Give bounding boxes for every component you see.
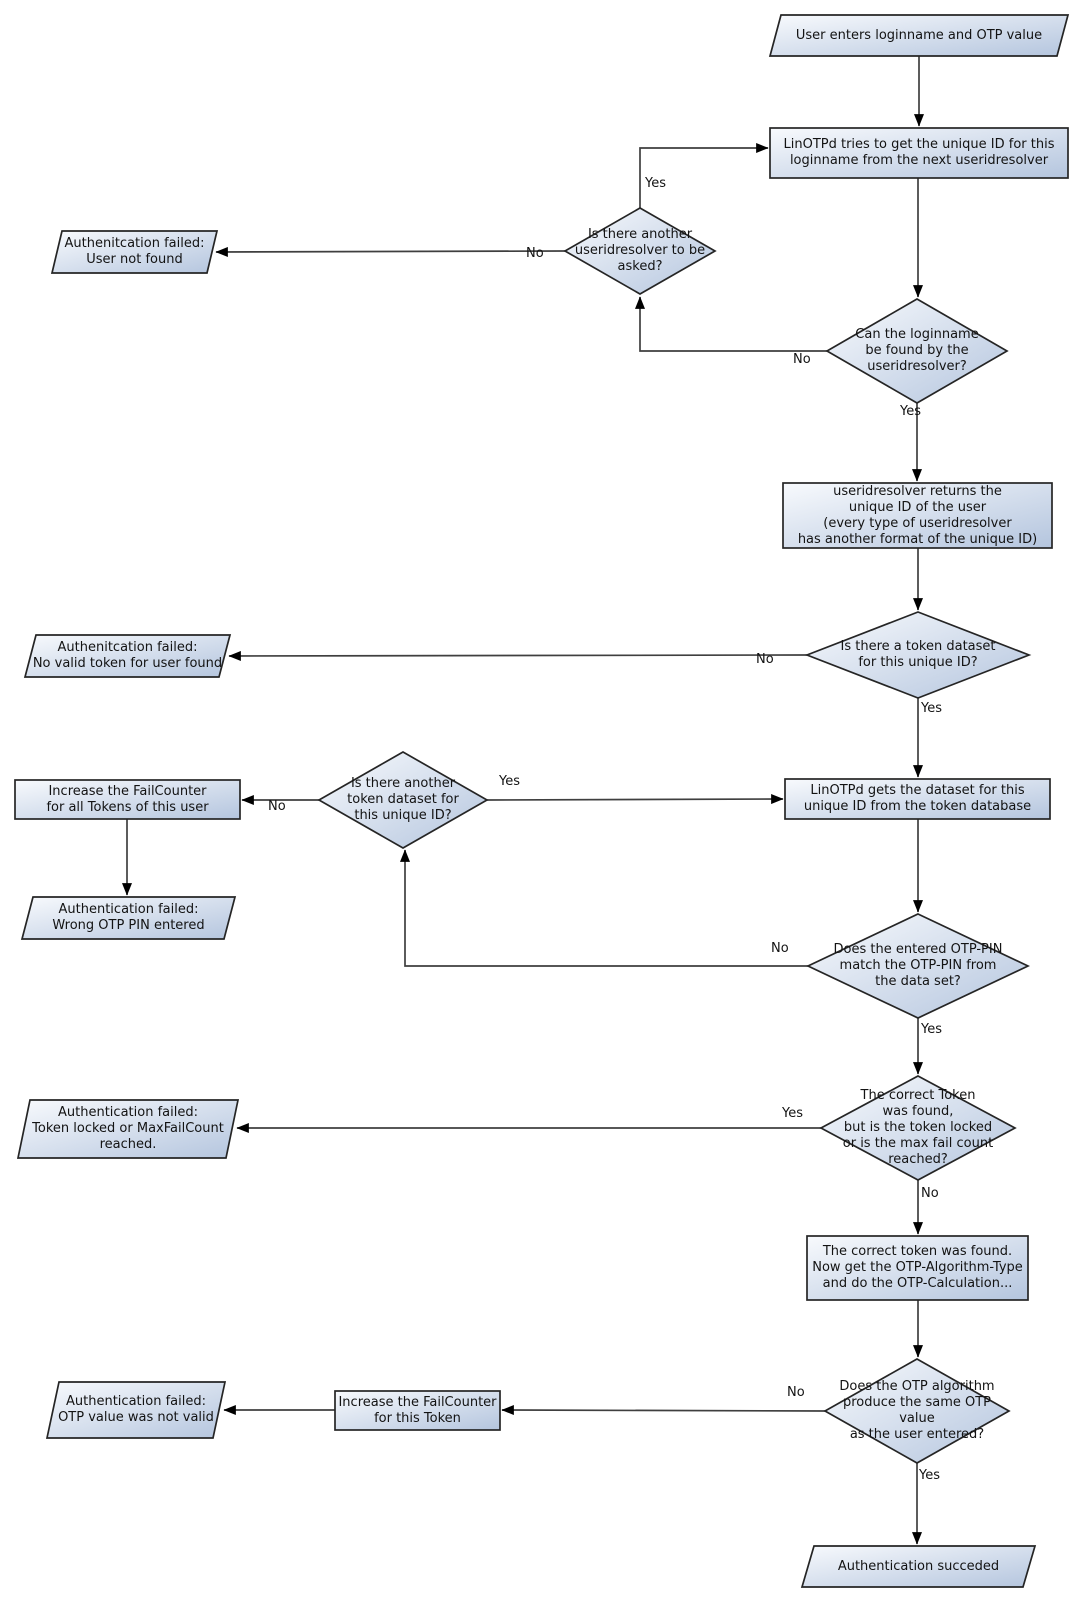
edge-another-token-yes — [486, 794, 784, 805]
edge-label-another-token-yes: Yes — [499, 774, 520, 789]
edge-label-pin-match-yes: Yes — [921, 1022, 942, 1037]
edge-otp-match-no — [501, 1405, 826, 1416]
edge-label-pin-match-no: No — [771, 941, 789, 956]
fail-user-not-found-shape — [50, 230, 219, 274]
edge-another-resolver-no — [215, 246, 566, 257]
correct-token-found-shape — [806, 1235, 1029, 1301]
fail-wrong-pin-shape — [20, 896, 237, 940]
edge-label-loginname-found-yes: Yes — [900, 404, 921, 419]
another-token-decision-shape — [317, 751, 489, 849]
edge-another-resolver-yes — [639, 143, 769, 208]
loginname-found-decision-shape — [825, 298, 1009, 404]
edge-label-another-resolver-no: No — [526, 246, 544, 261]
otp-match-decision-shape — [823, 1358, 1011, 1464]
edge-loginname-found-no — [635, 296, 827, 352]
edge-pin-match-no — [400, 849, 808, 967]
edge-token-dataset-no — [228, 650, 808, 661]
edge-label-another-resolver-yes: Yes — [645, 176, 666, 191]
edge-label-another-token-no: No — [268, 799, 286, 814]
edge-label-token-dataset-yes: Yes — [921, 701, 942, 716]
token-locked-decision-shape — [819, 1075, 1017, 1181]
edge-label-loginname-found-no: No — [793, 352, 811, 367]
fail-token-locked-shape — [16, 1099, 240, 1159]
resolver-returns-shape — [782, 482, 1053, 549]
increase-fail-all-shape — [14, 779, 241, 820]
pin-match-decision-shape — [806, 913, 1030, 1019]
resolve-unique-id-shape — [769, 127, 1069, 179]
fail-no-valid-token-shape — [23, 634, 232, 678]
edge-label-token-dataset-no: No — [756, 652, 774, 667]
edge-label-token-locked-no: No — [921, 1186, 939, 1201]
edge-label-otp-match-no: No — [787, 1385, 805, 1400]
edge-label-token-locked-yes: Yes — [782, 1106, 803, 1121]
start-node-shape — [768, 14, 1070, 57]
success-node-shape — [800, 1545, 1037, 1588]
get-dataset-shape — [784, 778, 1051, 820]
token-dataset-decision-shape — [804, 611, 1032, 699]
edge-label-otp-match-yes: Yes — [919, 1468, 940, 1483]
increase-fail-token-shape — [334, 1390, 501, 1431]
fail-otp-invalid-shape — [45, 1381, 227, 1439]
another-resolver-decision-shape — [563, 207, 717, 295]
